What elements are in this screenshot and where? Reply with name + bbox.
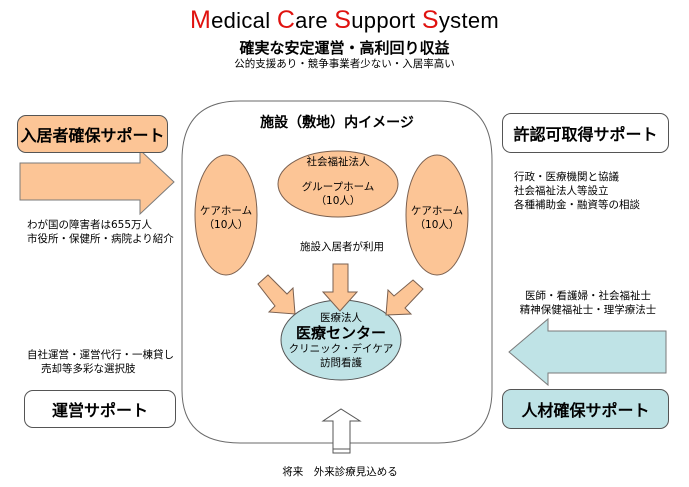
resident-note-1: わが国の障害者は655万人 (27, 219, 153, 231)
group-home-capacity: （10人） (315, 195, 361, 207)
license-support-notes: 行政・医療機関と協議 社会福祉法人等設立 各種補助金・融資等の相談 (514, 170, 640, 212)
care-home-right-capacity: （10人） (414, 219, 460, 231)
diagram-title: Medical Care Support System (0, 6, 689, 35)
subtitle: 確実な安定運営・高利回り収益 (239, 39, 450, 57)
license-support-box: 許認可取得サポート (502, 113, 669, 153)
group-home-org: 社会福祉法人 (306, 156, 370, 168)
staff-support-label: 人材確保サポート (521, 401, 650, 420)
license-note-3: 各種補助金・融資等の相談 (514, 199, 640, 211)
arrow-diag-left (257, 274, 296, 315)
staff-support-notes: 医師・看護婦・社会福祉士 精神保健福祉士・理学療法士 (513, 289, 663, 317)
license-note-1: 行政・医療機関と協議 (514, 171, 619, 183)
operation-note-2: 売却等多彩な選択肢 (41, 363, 136, 375)
tagline: 公的支援あり・競争事業者少ない・入居率高い (234, 58, 455, 70)
care-home-left-shape (194, 154, 258, 276)
title-cap-3: S (334, 6, 352, 34)
care-home-right-name: ケアホーム (410, 205, 464, 217)
operation-support-notes: 自社運営・運営代行・一棟貸し 売却等多彩な選択肢 (27, 348, 174, 376)
staff-note-2: 精神保健福祉士・理学療法士 (519, 304, 657, 316)
staff-support-box: 人材確保サポート (502, 389, 669, 429)
care-home-left-name: ケアホーム (199, 205, 253, 217)
title-cap-4: S (421, 6, 439, 34)
title-rest-2: are (295, 8, 335, 33)
title-cap-2: C (276, 6, 296, 34)
resident-note-2: 市役所・保健所・病院より紹介 (27, 233, 174, 245)
arrow-diag-right (385, 279, 424, 316)
group-home-text: 社会福祉法人 グループホーム （10人） (278, 155, 398, 208)
usage-label: 施設入居者が利用 (300, 241, 384, 253)
group-home-shape (277, 150, 399, 218)
care-home-left-capacity: （10人） (203, 219, 249, 231)
care-home-right-shape (405, 154, 469, 276)
operation-note-1: 自社運営・運営代行・一棟貸し (27, 349, 174, 361)
arrow-down-center (321, 263, 359, 312)
group-home-name: グループホーム (301, 181, 375, 193)
license-note-2: 社会福祉法人等設立 (514, 185, 609, 197)
resident-support-label: 入居者確保サポート (20, 126, 165, 145)
arrow-up-outpatient (321, 408, 362, 454)
staff-note-1: 医師・看護婦・社会福祉士 (525, 290, 651, 302)
future-outpatient-note: 将来 外来診療見込める (282, 466, 398, 478)
care-home-left-text: ケアホーム （10人） (191, 204, 261, 232)
title-rest-4: ystem (438, 8, 500, 33)
title-rest-1: edical (211, 8, 277, 33)
operation-support-box: 運営サポート (24, 390, 176, 428)
arrow-right-resident (19, 148, 175, 216)
facility-title: 施設（敷地）内イメージ (260, 115, 414, 131)
medical-center-services: クリニック・デイケア (288, 343, 394, 355)
medical-center-name: 医療センター (295, 324, 386, 342)
care-home-right-text: ケアホーム （10人） (402, 204, 472, 232)
arrow-left-staff (508, 317, 667, 387)
resident-support-notes: わが国の障害者は655万人 市役所・保健所・病院より紹介 (27, 218, 174, 246)
medical-center-visiting: 訪問看護 (320, 357, 362, 369)
title-cap-1: M (189, 6, 212, 34)
resident-support-box: 入居者確保サポート (17, 115, 168, 153)
operation-support-label: 運営サポート (51, 401, 148, 420)
license-support-label: 許認可取得サポート (513, 125, 658, 144)
medical-center-text: 医療法人 医療センター クリニック・デイケア 訪問看護 (281, 311, 401, 370)
title-rest-3: upport (351, 8, 422, 33)
medical-center-org: 医療法人 (320, 312, 362, 324)
